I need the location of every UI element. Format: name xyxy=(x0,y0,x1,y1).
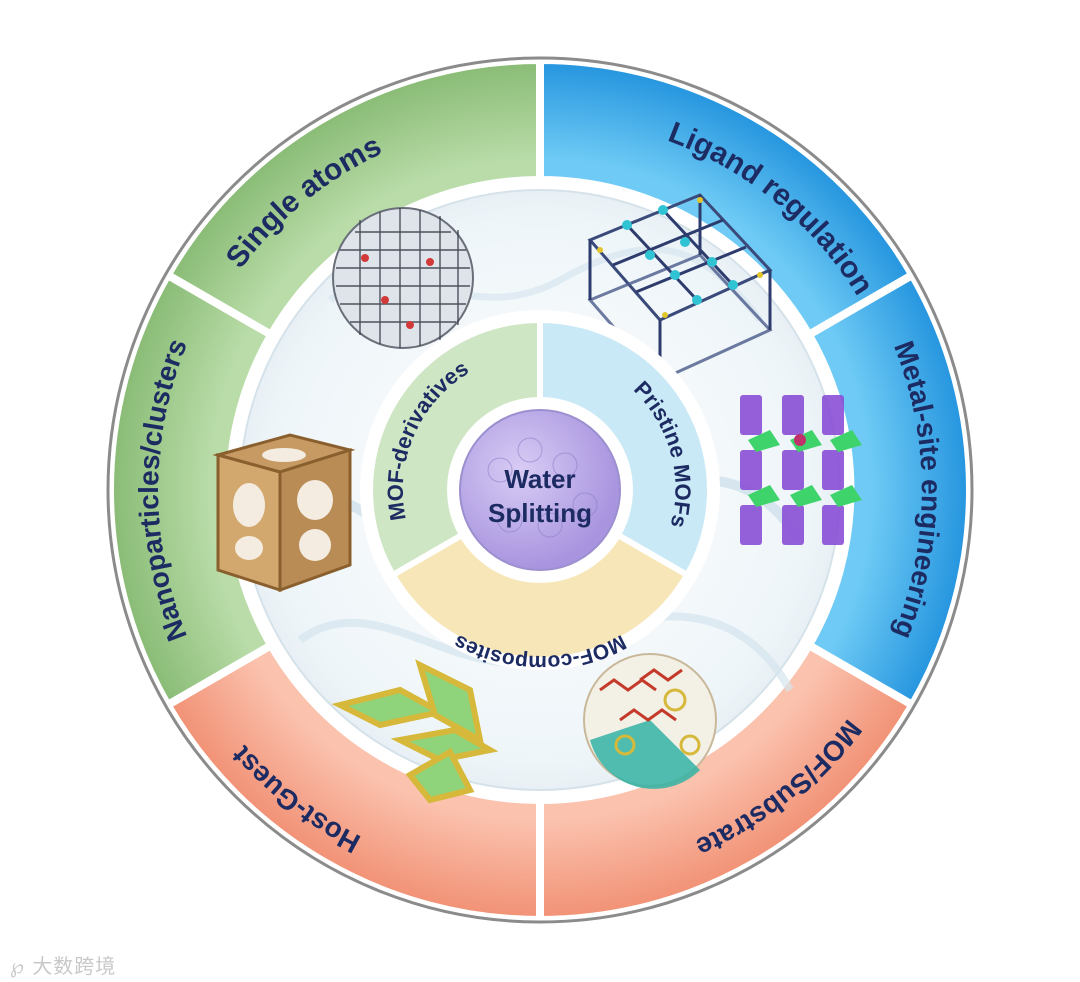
center-disc: Water Splitting xyxy=(450,400,630,580)
watermark-logo-icon: ℘ xyxy=(10,954,33,978)
metal-site-picture xyxy=(740,395,862,545)
single-atoms-picture xyxy=(332,207,474,349)
mof-substrate-picture xyxy=(583,653,717,789)
watermark: ℘ 大数跨境 xyxy=(10,950,116,979)
center-label-splitting: Splitting xyxy=(488,498,592,528)
nanoparticles-picture xyxy=(212,433,356,593)
outer-ring xyxy=(106,55,974,925)
host-guest-picture xyxy=(331,659,499,804)
ligand-regulation-picture xyxy=(587,193,773,382)
center-label-water: Water xyxy=(504,464,575,494)
watermark-text: 大数跨境 xyxy=(32,954,117,978)
